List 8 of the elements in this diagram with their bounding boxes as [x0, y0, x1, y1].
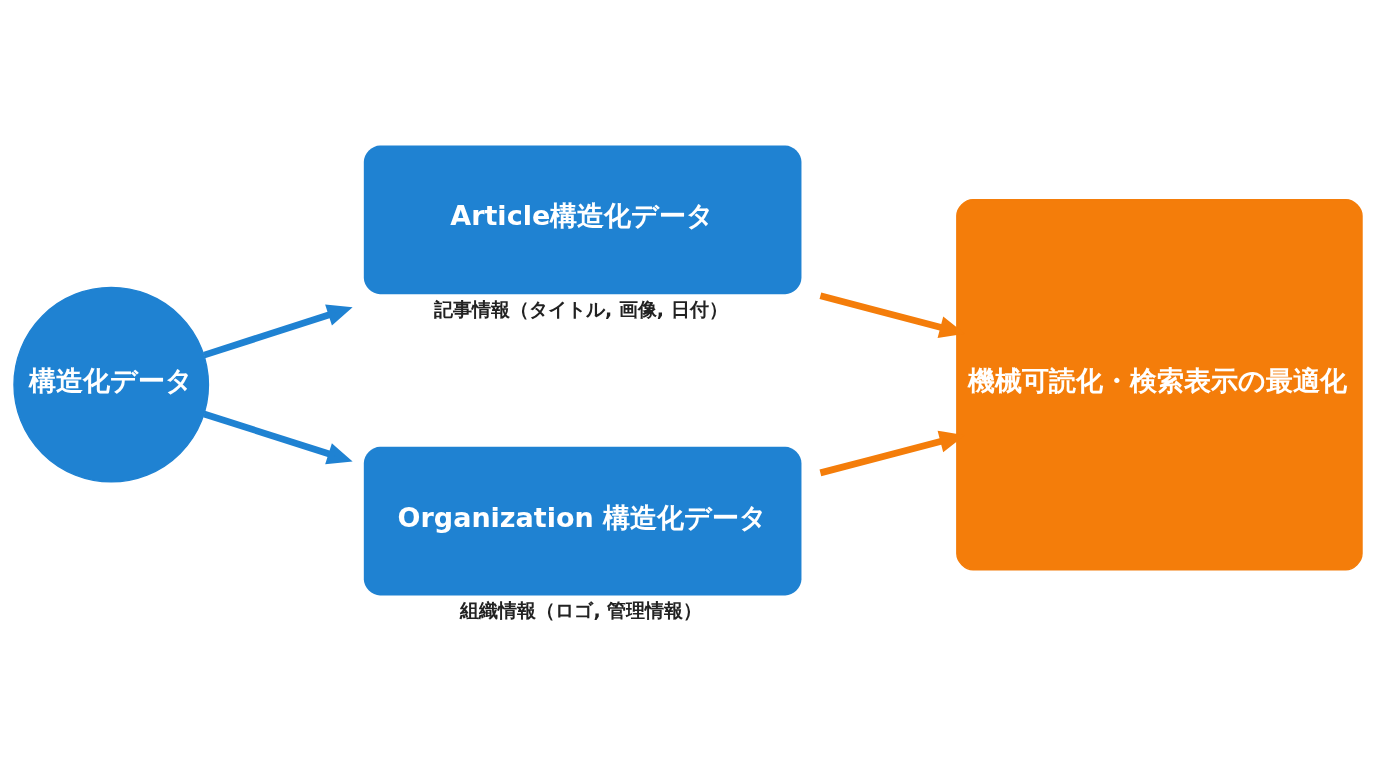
node-box: 機械可読化・検索表示の最適化 [956, 198, 1363, 571]
node-box: Organization 構造化データ [363, 446, 802, 596]
node-label: 記事情報（タイトル, 画像, 日付） [434, 298, 728, 321]
arrow [203, 410, 353, 465]
node-box: Article構造化データ [363, 145, 802, 295]
node-circle: 構造化データ [13, 286, 210, 483]
node-label: 組織情報（ロゴ, 管理情報） [460, 599, 703, 622]
arrow [203, 304, 353, 359]
